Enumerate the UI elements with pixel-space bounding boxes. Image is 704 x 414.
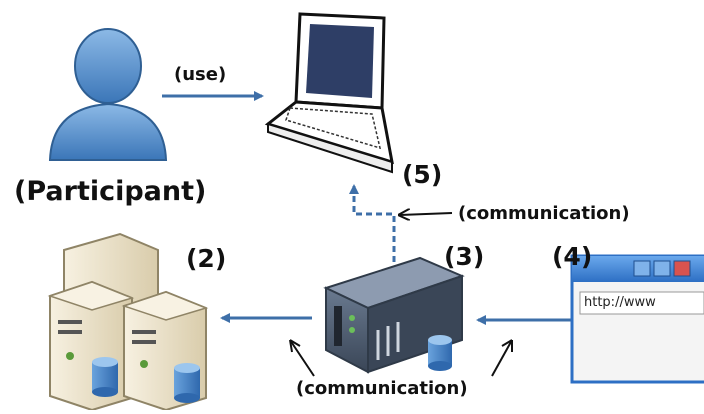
participant-label: (Participant)	[14, 176, 207, 207]
communication-pointer-left	[289, 339, 315, 377]
database-icon	[174, 363, 200, 403]
browser-window-icon	[570, 254, 704, 384]
browser-url-text: http://www	[584, 295, 656, 310]
network-appliance-icon	[323, 256, 465, 374]
laptop-icon	[264, 12, 394, 174]
label-3: (3)	[444, 242, 485, 271]
person-icon	[48, 28, 168, 161]
communication-label-bottom: (communication)	[296, 378, 468, 399]
server-cluster-icon	[47, 232, 209, 412]
communication-label-top: (communication)	[458, 203, 630, 224]
label-5: (5)	[402, 160, 443, 189]
label-2: (2)	[186, 244, 227, 273]
database-icon	[92, 357, 118, 397]
database-icon	[428, 335, 452, 371]
use-label: (use)	[174, 64, 227, 85]
label-4: (4)	[552, 242, 593, 271]
communication-pointer-top	[400, 213, 453, 215]
dashed-communication-arrow	[349, 184, 396, 262]
communication-pointer-right	[491, 339, 513, 377]
